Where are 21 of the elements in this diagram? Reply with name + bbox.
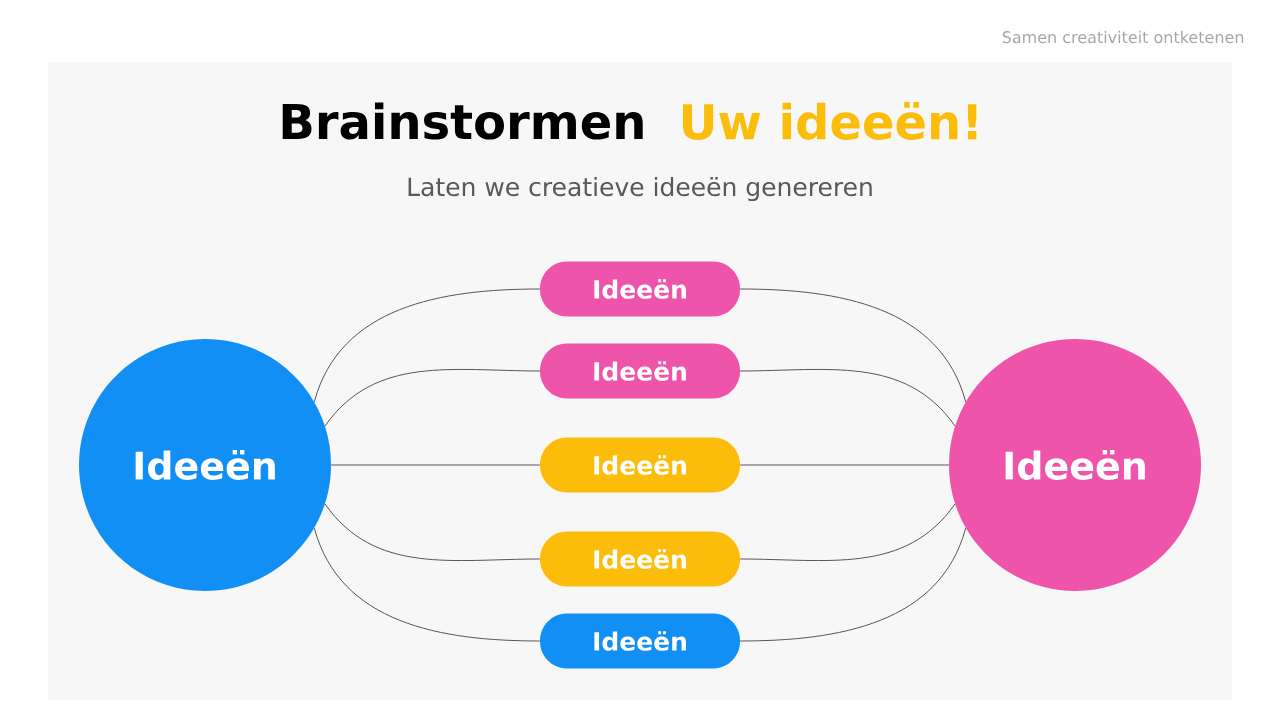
connector-line xyxy=(330,464,541,466)
idea-pill: Ideeën xyxy=(540,437,740,493)
title-highlight: Uw ideeën! xyxy=(682,102,977,140)
connector-line xyxy=(324,368,541,427)
connector-line xyxy=(739,368,956,427)
circle-node: Ideeën xyxy=(79,339,331,591)
connector-line xyxy=(739,503,956,562)
subtitle: Laten we creatieve ideeën genereren xyxy=(408,176,872,202)
title: Brainstormen xyxy=(282,102,643,140)
connector-line xyxy=(313,288,541,403)
idea-pill: Ideeën xyxy=(540,261,740,317)
connector-line xyxy=(739,464,950,466)
idea-pill: Ideeën xyxy=(540,613,740,669)
circle-node: Ideeën xyxy=(949,339,1201,591)
idea-pill: Ideeën xyxy=(540,531,740,587)
idea-pill: Ideeën xyxy=(540,343,740,399)
connector-line xyxy=(739,288,967,403)
connector-line xyxy=(324,503,541,562)
connector-line xyxy=(739,527,967,642)
tagline: Samen creativiteit ontketenen xyxy=(1002,30,1244,44)
connector-line xyxy=(313,527,541,642)
